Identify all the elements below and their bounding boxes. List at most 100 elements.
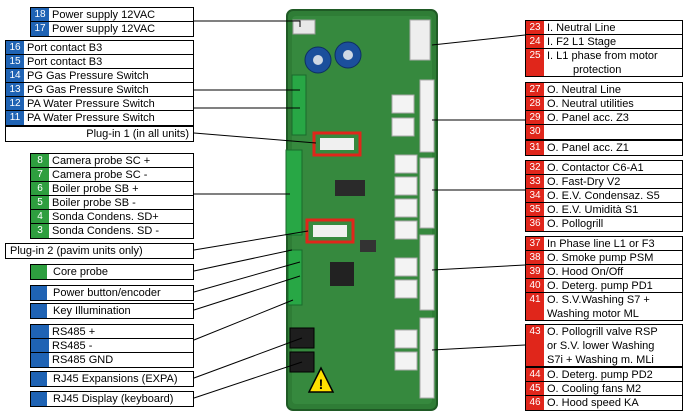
- terminal-label: Port contact B3: [27, 56, 103, 68]
- terminal-number: 38: [526, 251, 544, 265]
- terminal-label: Camera probe SC -: [52, 169, 148, 181]
- terminal-number: 31: [526, 141, 544, 155]
- terminal-number: 11: [6, 111, 24, 125]
- terminal-label-line2: Washing motor ML: [547, 308, 639, 320]
- terminal-18: 18 Power supply 12VAC: [30, 7, 194, 23]
- terminal-label: [544, 125, 547, 139]
- terminal-number: 28: [526, 97, 544, 111]
- terminal-27: 27 O. Neutral Line: [525, 82, 683, 98]
- terminal-label: RS485 -: [52, 340, 93, 352]
- terminal-number: 40: [526, 279, 544, 293]
- blue-swatch: [31, 286, 47, 300]
- terminal-number: 14: [6, 69, 24, 83]
- terminal-number: 34: [526, 189, 544, 203]
- terminal-label: PA Water Pressure Switch: [27, 112, 155, 124]
- terminal-number: 12: [6, 97, 24, 111]
- terminal-11: 11 PA Water Pressure Switch: [5, 110, 194, 126]
- plugin-1-label: Plug-in 1 (in all units): [5, 126, 194, 142]
- core-probe-label: Core probe: [30, 264, 194, 280]
- terminal-number: 44: [526, 368, 544, 382]
- terminal-33: 33 O. Fast-Dry V2: [525, 174, 683, 190]
- terminal-label-line2: or S.V. lower Washing: [547, 340, 655, 352]
- terminal-label: O. Contactor C6-A1: [547, 162, 644, 174]
- terminal-number: 41: [526, 293, 544, 320]
- terminal-label: Power supply 12VAC: [52, 23, 156, 35]
- power-button-label: Power button/encoder: [30, 285, 194, 301]
- terminal-number: 17: [31, 22, 49, 36]
- terminal-15: 15 Port contact B3: [5, 54, 194, 70]
- terminal-40: 40 O. Deterg. pump PD1: [525, 278, 683, 294]
- terminal-number: 35: [526, 203, 544, 217]
- terminal-46: 46 O. Hood speed KA: [525, 395, 683, 411]
- terminal-number: 5: [31, 196, 49, 210]
- terminal-32: 32 O. Contactor C6-A1: [525, 160, 683, 176]
- terminal-label: O. Neutral utilities: [547, 98, 634, 110]
- terminal-3: 3 Sonda Condens. SD -: [30, 223, 194, 239]
- blue-swatch: [31, 325, 49, 339]
- terminal-label-line1: I. L1 phase from motor: [547, 50, 658, 62]
- warning-icon: !: [319, 376, 324, 392]
- terminal-label-line2: protection: [573, 64, 622, 76]
- terminal-45: 45 O. Cooling fans M2: [525, 381, 683, 397]
- power-button-text: Power button/encoder: [53, 287, 161, 299]
- terminal-label: PA Water Pressure Switch: [27, 98, 155, 110]
- terminal-number: 16: [6, 41, 24, 55]
- terminal-12: 12 PA Water Pressure Switch: [5, 96, 194, 112]
- key-illumination-label: Key Illumination: [30, 303, 194, 319]
- terminal-30: 30: [525, 124, 683, 140]
- blue-swatch: [31, 304, 47, 318]
- terminal-label: Camera probe SC +: [52, 155, 151, 167]
- rj45-display-text: RJ45 Display (keyboard): [53, 393, 174, 405]
- terminal-label: O. Pollogrill: [547, 218, 604, 230]
- rs485-minus: RS485 -: [30, 338, 194, 354]
- key-illumination-text: Key Illumination: [53, 305, 131, 317]
- terminal-number: 3: [31, 224, 49, 238]
- terminal-35: 35 O. E.V. Umidità S1: [525, 202, 683, 218]
- terminal-label-line3: S7i + Washing m. MLi: [547, 354, 654, 366]
- terminal-label: Boiler probe SB +: [52, 183, 139, 195]
- terminal-label: O. Panel acc. Z3: [547, 112, 629, 124]
- terminal-17: 17 Power supply 12VAC: [30, 21, 194, 37]
- terminal-number: 37: [526, 237, 544, 251]
- terminal-number: 23: [526, 21, 544, 35]
- terminal-number: 45: [526, 382, 544, 396]
- terminal-label: O. Hood speed KA: [547, 397, 639, 409]
- terminal-number: 25: [526, 49, 544, 76]
- terminal-number: 43: [526, 325, 544, 366]
- terminal-25: 25 I. L1 phase from motor protection: [525, 48, 683, 77]
- terminal-label: PG Gas Pressure Switch: [27, 84, 149, 96]
- blue-swatch: [31, 353, 49, 367]
- blue-swatch: [31, 339, 49, 353]
- terminal-43: 43 O. Pollogrill valve RSP or S.V. lower …: [525, 324, 683, 367]
- terminal-label-line1: O. S.V.Washing S7 +: [547, 294, 650, 306]
- terminal-number: 36: [526, 217, 544, 231]
- terminal-label: O. E.V. Umidità S1: [547, 204, 639, 216]
- terminal-number: 4: [31, 210, 49, 224]
- terminal-label: I. L1 phase from motor protection: [544, 49, 658, 76]
- terminal-label: Sonda Condens. SD -: [52, 225, 160, 237]
- terminal-label: O. Panel acc. Z1: [547, 142, 629, 154]
- terminal-label: O. Deterg. pump PD2: [547, 369, 653, 381]
- terminal-label: I. F2 L1 Stage: [547, 36, 617, 48]
- terminal-label: I. Neutral Line: [547, 22, 616, 34]
- rs485-gnd: RS485 GND: [30, 352, 194, 368]
- terminal-number: 18: [31, 8, 49, 22]
- terminal-number: 39: [526, 265, 544, 279]
- terminal-label: PG Gas Pressure Switch: [27, 70, 149, 82]
- terminal-number: 46: [526, 396, 544, 410]
- terminal-label: O. E.V. Condensaz. S5: [547, 190, 660, 202]
- terminal-label: O. Pollogrill valve RSP or S.V. lower Was…: [544, 325, 658, 366]
- terminal-label-line1: O. Pollogrill valve RSP: [547, 326, 658, 338]
- terminal-number: 30: [526, 125, 544, 139]
- rj45-expansions-text: RJ45 Expansions (EXPA): [53, 373, 178, 385]
- terminal-label: Sonda Condens. SD+: [52, 211, 159, 223]
- terminal-label: O. Neutral Line: [547, 84, 621, 96]
- terminal-label: O. Hood On/Off: [547, 266, 624, 278]
- terminal-number: 24: [526, 35, 544, 49]
- terminal-41: 41 O. S.V.Washing S7 + Washing motor ML: [525, 292, 683, 321]
- terminal-number: 29: [526, 111, 544, 125]
- terminal-number: 7: [31, 168, 49, 182]
- plugin-2-label: Plug-in 2 (pavim units only): [5, 243, 194, 259]
- rj45-expansions-label: RJ45 Expansions (EXPA): [30, 371, 194, 387]
- terminal-label: Power supply 12VAC: [52, 9, 156, 21]
